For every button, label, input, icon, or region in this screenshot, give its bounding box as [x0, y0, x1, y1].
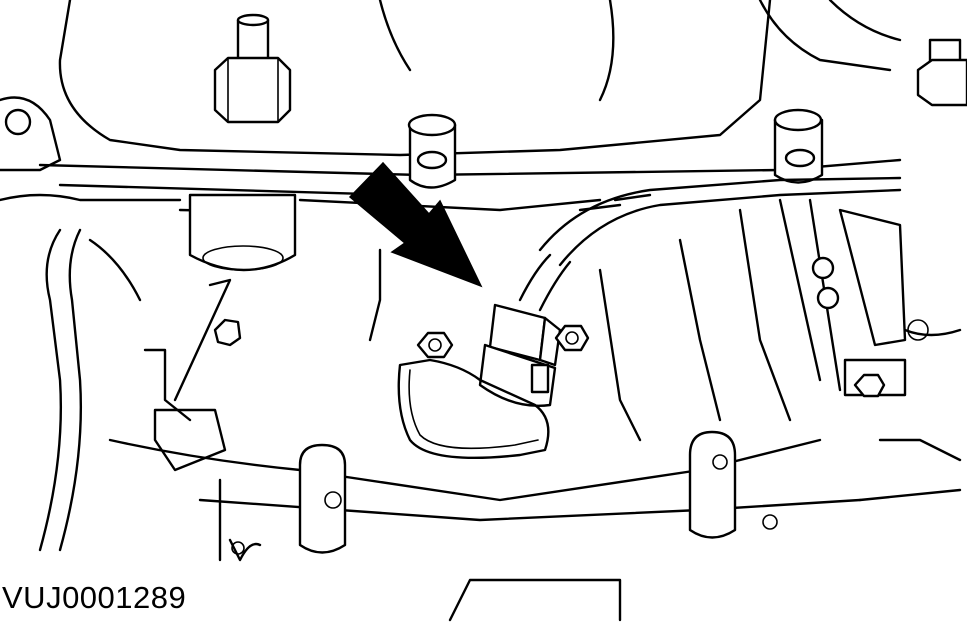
bottom-details	[228, 438, 962, 622]
right-bracket	[778, 198, 962, 398]
left-pipe	[38, 228, 142, 552]
top-bolt-left	[213, 13, 292, 124]
tube-cap-left	[407, 113, 457, 189]
left-bracket	[0, 96, 182, 202]
wiring-harness	[518, 176, 902, 312]
sensor-bolt-right	[554, 324, 590, 352]
tube-cap-right	[773, 108, 824, 184]
mount-post-left	[298, 443, 347, 554]
figure-reference-number: VUJ0001289	[2, 580, 187, 615]
sensor-connector	[478, 303, 562, 407]
upper-housing	[58, 0, 902, 157]
left-lever	[143, 278, 242, 472]
mount-post-right	[688, 430, 737, 539]
sensor-gasket	[397, 358, 550, 460]
sensor-bolt-left	[416, 331, 454, 359]
main-rail	[38, 158, 902, 214]
left-boss	[188, 193, 297, 272]
callout-arrow	[348, 161, 483, 288]
top-bolt-right	[916, 38, 967, 107]
